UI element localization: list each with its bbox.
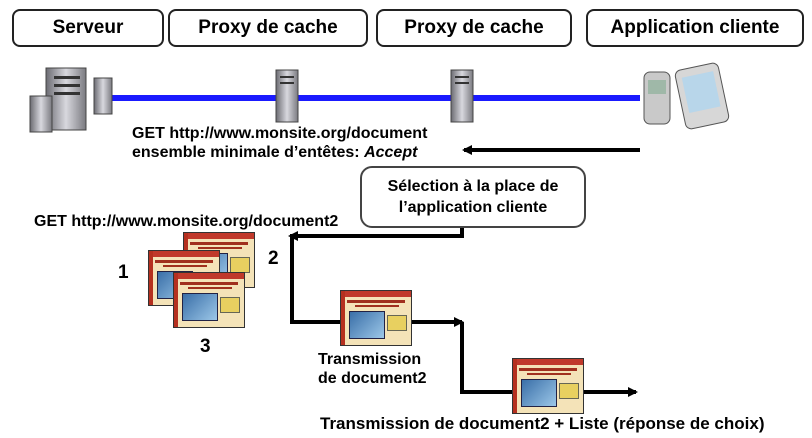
selection-arrow: [288, 228, 464, 241]
doc-number-3: 3: [200, 336, 211, 357]
selection-note-line-1: Sélection à la place de: [387, 178, 559, 195]
proxy-server-icon: [275, 69, 299, 123]
selection-note-line-2: l’application cliente: [398, 199, 548, 216]
doc-number-1: 1: [118, 262, 129, 283]
transmission-1-line-1: Transmission: [318, 351, 422, 368]
transmission-2-label: Transmission de document2 + Liste (répon…: [320, 414, 765, 433]
document-thumbnail-icon: [512, 358, 584, 414]
document-thumbnail-icon: [340, 290, 412, 346]
header-proxy-2: Proxy de cache: [376, 9, 572, 47]
request-line-1: GET http://www.monsite.org/document: [132, 125, 428, 142]
header-server: Serveur: [12, 9, 164, 47]
request2-label: GET http://www.monsite.org/document2: [34, 213, 339, 230]
doc-number-2: 2: [268, 248, 279, 269]
server-icon: [29, 67, 113, 133]
header-client-app: Application cliente: [586, 9, 804, 47]
request-line-2-accept: Accept: [364, 144, 418, 161]
transmission-1-line-2: de document2: [318, 370, 427, 387]
selection-note: Sélection à la place de l’application cl…: [360, 166, 586, 228]
request-line-2: ensemble minimale d’entêtes: Accept: [132, 143, 417, 162]
document-thumbnail-icon: [173, 272, 245, 328]
request-line-2-text: ensemble minimale d’entêtes:: [132, 144, 365, 161]
pda-icon: [674, 62, 730, 130]
header-proxy-1: Proxy de cache: [168, 9, 368, 47]
proxy-server-icon: [450, 69, 474, 123]
mobile-phone-icon: [643, 71, 671, 125]
